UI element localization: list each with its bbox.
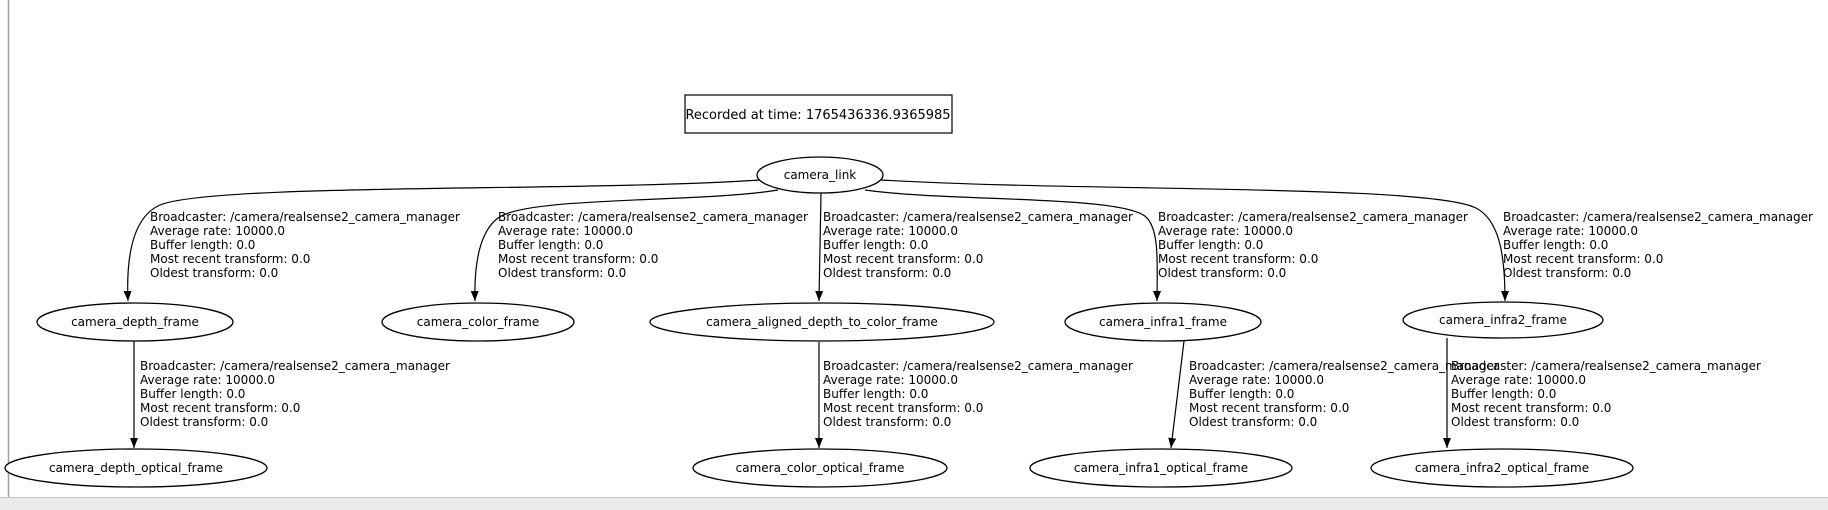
edge-label-buffer-length: Buffer length: 0.0 — [140, 387, 245, 401]
edge-label-broadcaster: Broadcaster: /camera/realsense2_camera_m… — [1158, 210, 1468, 224]
edge-link-to-infra1 — [864, 189, 1162, 302]
edge-label-average-rate: Average rate: 10000.0 — [823, 224, 958, 238]
edge-label-broadcaster: Broadcaster: /camera/realsense2_camera_m… — [140, 359, 450, 373]
edge-link-to-infra2 — [880, 179, 1509, 302]
edge-label-most-recent: Most recent transform: 0.0 — [823, 252, 983, 266]
node-camera-infra1-frame: camera_infra1_frame — [1064, 302, 1262, 342]
node-camera-infra2-frame: camera_infra2_frame — [1402, 301, 1604, 339]
node-camera-depth-optical-frame-label: camera_depth_optical_frame — [49, 461, 223, 475]
edge-label-oldest: Oldest transform: 0.0 — [1451, 415, 1579, 429]
edge-label-color-optical: Broadcaster: /camera/realsense2_camera_m… — [823, 359, 1133, 429]
edge-label-buffer-length: Buffer length: 0.0 — [1451, 387, 1556, 401]
edge-infra1-to-infra1-optical — [1168, 340, 1185, 449]
edge-label-buffer-length: Buffer length: 0.0 — [823, 387, 928, 401]
edge-label-oldest: Oldest transform: 0.0 — [1503, 266, 1631, 280]
node-camera-depth-frame: camera_depth_frame — [36, 302, 234, 342]
node-camera-infra1-frame-label: camera_infra1_frame — [1099, 315, 1227, 329]
edge-label-buffer-length: Buffer length: 0.0 — [823, 238, 928, 252]
edge-label-average-rate: Average rate: 10000.0 — [1503, 224, 1638, 238]
edge-label-link-infra2: Broadcaster: /camera/realsense2_camera_m… — [1503, 210, 1813, 280]
edge-label-most-recent: Most recent transform: 0.0 — [498, 252, 658, 266]
node-camera-color-optical-frame-label: camera_color_optical_frame — [736, 461, 905, 475]
edge-label-oldest: Oldest transform: 0.0 — [823, 415, 951, 429]
edge-label-oldest: Oldest transform: 0.0 — [1189, 415, 1317, 429]
edge-label-oldest: Oldest transform: 0.0 — [498, 266, 626, 280]
edge-link-to-depth — [123, 179, 761, 302]
node-camera-infra1-optical-frame-label: camera_infra1_optical_frame — [1074, 461, 1248, 475]
node-camera-aligned-depth-to-color-frame: camera_aligned_depth_to_color_frame — [649, 302, 995, 342]
edge-label-buffer-length: Buffer length: 0.0 — [1503, 238, 1608, 252]
edge-label-most-recent: Most recent transform: 0.0 — [823, 401, 983, 415]
edge-label-average-rate: Average rate: 10000.0 — [823, 373, 958, 387]
edge-label-buffer-length: Buffer length: 0.0 — [1158, 238, 1263, 252]
viewer-bottom-strip — [0, 497, 1828, 510]
edge-label-buffer-length: Buffer length: 0.0 — [498, 238, 603, 252]
edge-label-average-rate: Average rate: 10000.0 — [1189, 373, 1324, 387]
edge-label-average-rate: Average rate: 10000.0 — [1451, 373, 1586, 387]
node-camera-color-frame: camera_color_frame — [381, 302, 575, 342]
node-camera-infra2-frame-label: camera_infra2_frame — [1439, 313, 1567, 327]
edge-label-most-recent: Most recent transform: 0.0 — [150, 252, 310, 266]
edge-label-link-aligned: Broadcaster: /camera/realsense2_camera_m… — [823, 210, 1133, 280]
edge-label-most-recent: Most recent transform: 0.0 — [1189, 401, 1349, 415]
edge-label-buffer-length: Buffer length: 0.0 — [150, 238, 255, 252]
edge-label-most-recent: Most recent transform: 0.0 — [140, 401, 300, 415]
edge-label-broadcaster: Broadcaster: /camera/realsense2_camera_m… — [823, 210, 1133, 224]
node-camera-depth-frame-label: camera_depth_frame — [71, 315, 199, 329]
edge-label-broadcaster: Broadcaster: /camera/realsense2_camera_m… — [823, 359, 1133, 373]
node-camera-link-label: camera_link — [784, 168, 857, 182]
edge-label-infra1-optical: Broadcaster: /camera/realsense2_camera_m… — [1189, 359, 1499, 429]
edge-label-most-recent: Most recent transform: 0.0 — [1503, 252, 1663, 266]
recorded-time-text: Recorded at time: 1765436336.9365985 — [685, 108, 950, 123]
edge-label-broadcaster: Broadcaster: /camera/realsense2_camera_m… — [150, 210, 460, 224]
edge-label-broadcaster: Broadcaster: /camera/realsense2_camera_m… — [1189, 359, 1499, 373]
edge-label-average-rate: Average rate: 10000.0 — [498, 224, 633, 238]
edge-label-buffer-length: Buffer length: 0.0 — [1189, 387, 1294, 401]
edge-label-broadcaster: Broadcaster: /camera/realsense2_camera_m… — [1503, 210, 1813, 224]
node-camera-link: camera_link — [756, 156, 884, 194]
node-camera-infra2-optical-frame-label: camera_infra2_optical_frame — [1415, 461, 1589, 475]
edge-label-oldest: Oldest transform: 0.0 — [150, 266, 278, 280]
edge-label-average-rate: Average rate: 10000.0 — [140, 373, 275, 387]
edge-label-link-depth: Broadcaster: /camera/realsense2_camera_m… — [150, 210, 460, 280]
edge-label-average-rate: Average rate: 10000.0 — [150, 224, 285, 238]
edge-label-infra2-optical: Broadcaster: /camera/realsense2_camera_m… — [1451, 359, 1761, 429]
recorded-time-box — [684, 94, 953, 134]
edge-label-depth-optical: Broadcaster: /camera/realsense2_camera_m… — [140, 359, 450, 429]
node-camera-aligned-depth-to-color-frame-label: camera_aligned_depth_to_color_frame — [706, 315, 938, 329]
node-camera-color-frame-label: camera_color_frame — [417, 315, 539, 329]
node-camera-infra2-optical-frame: camera_infra2_optical_frame — [1370, 448, 1634, 488]
edge-label-link-infra1: Broadcaster: /camera/realsense2_camera_m… — [1158, 210, 1468, 280]
edge-label-broadcaster: Broadcaster: /camera/realsense2_camera_m… — [498, 210, 808, 224]
edge-label-oldest: Oldest transform: 0.0 — [823, 266, 951, 280]
edge-label-oldest: Oldest transform: 0.0 — [140, 415, 268, 429]
node-camera-infra1-optical-frame: camera_infra1_optical_frame — [1029, 448, 1293, 488]
edge-label-most-recent: Most recent transform: 0.0 — [1451, 401, 1611, 415]
edge-link-to-color — [470, 189, 779, 302]
edge-label-link-color: Broadcaster: /camera/realsense2_camera_m… — [498, 210, 808, 280]
edge-label-average-rate: Average rate: 10000.0 — [1158, 224, 1293, 238]
edge-label-most-recent: Most recent transform: 0.0 — [1158, 252, 1318, 266]
node-camera-depth-optical-frame: camera_depth_optical_frame — [4, 448, 268, 488]
edge-label-broadcaster: Broadcaster: /camera/realsense2_camera_m… — [1451, 359, 1761, 373]
edge-label-oldest: Oldest transform: 0.0 — [1158, 266, 1286, 280]
edge-link-to-aligned — [815, 192, 824, 302]
node-camera-color-optical-frame: camera_color_optical_frame — [692, 448, 948, 488]
